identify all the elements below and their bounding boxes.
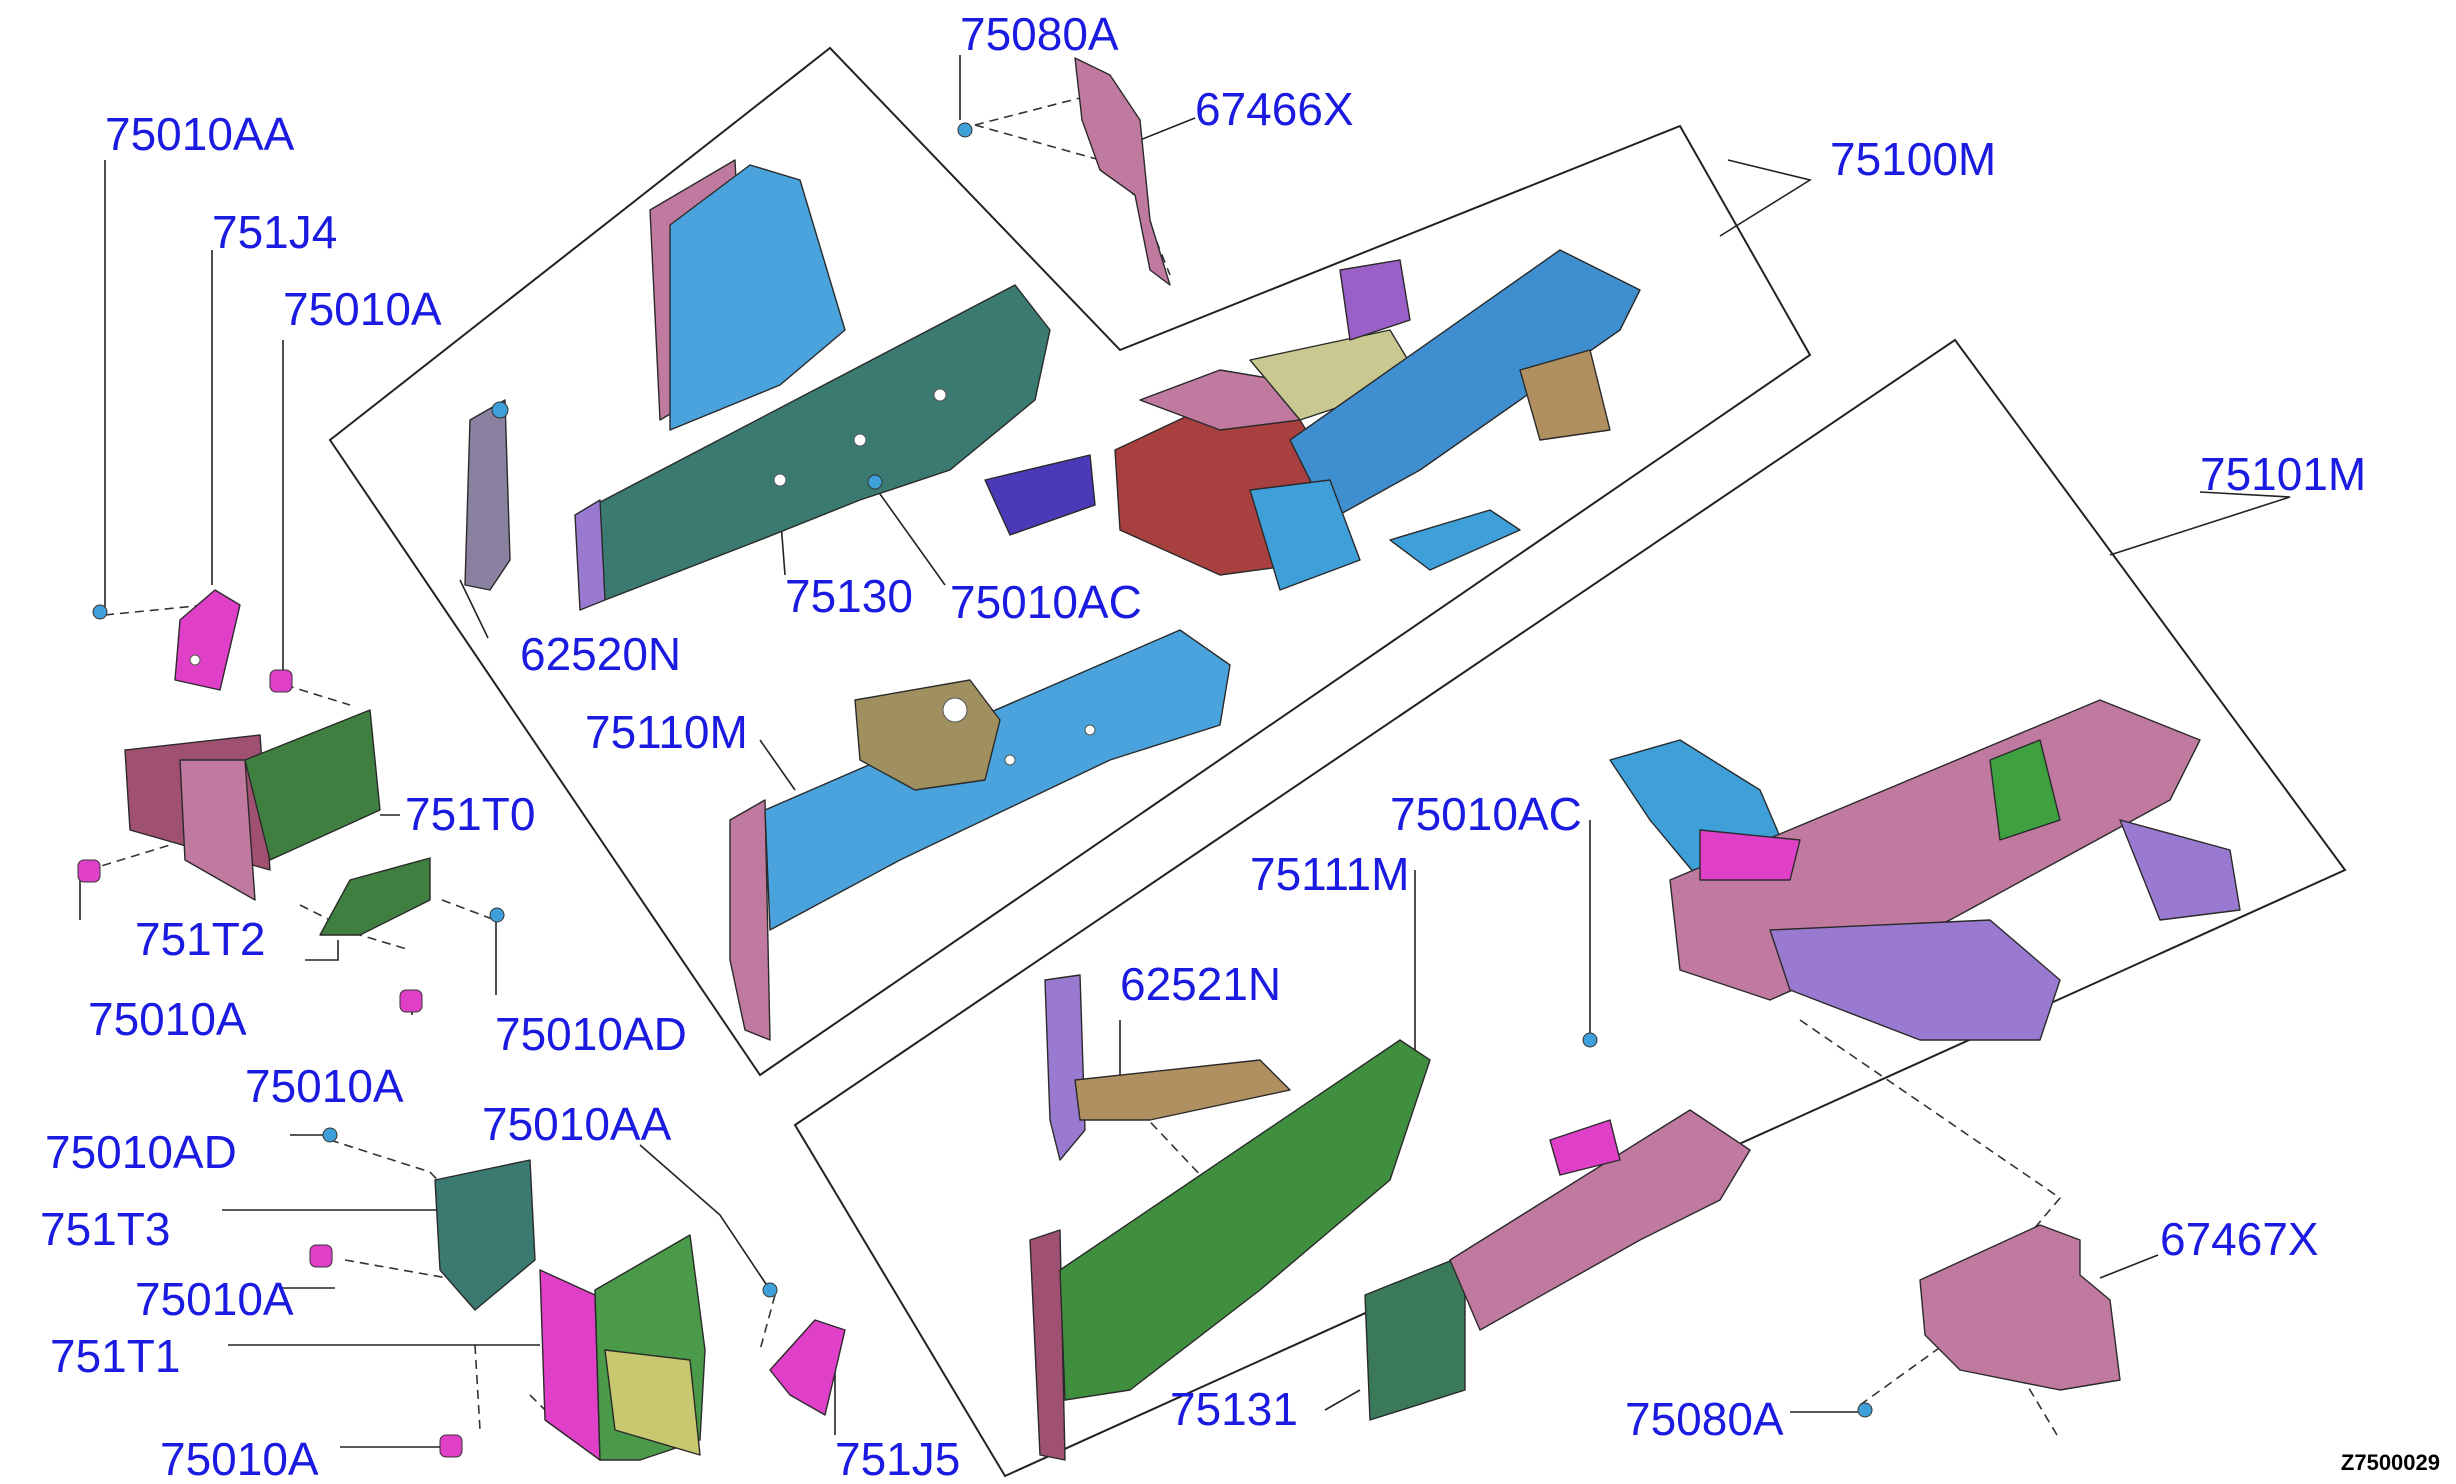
label-75010aa-top: 75010AA: [105, 108, 295, 160]
label-75010aa-bot: 75010AA: [482, 1098, 672, 1150]
label-75010ac-mid: 75010AC: [950, 576, 1142, 628]
label-75101m: 75101M: [2200, 448, 2366, 500]
bolt-75010ad-left: [489, 907, 505, 923]
label-67467x: 67467X: [2160, 1213, 2319, 1265]
bolt-75010aa-bot: [762, 1282, 778, 1298]
label-751j5: 751J5: [835, 1433, 960, 1484]
label-751t1: 751T1: [50, 1330, 180, 1382]
label-75100m: 75100M: [1830, 133, 1996, 185]
part-751t2: [319, 857, 431, 936]
part-75100m-member: [984, 249, 1641, 591]
label-75010a-low: 75010A: [135, 1273, 294, 1325]
part-labels: 75080A 67466X 75100M 75010AA 751J4 75010…: [40, 8, 2366, 1484]
label-751t0: 751T0: [405, 788, 535, 840]
part-751j4: [174, 589, 241, 691]
label-75010a-left: 75010A: [88, 993, 247, 1045]
fasteners: [77, 122, 1873, 1458]
label-75010ad-bot: 75010AD: [45, 1126, 237, 1178]
diagram-reference: Z7500029: [2341, 1450, 2440, 1475]
label-62521n: 62521N: [1120, 958, 1281, 1010]
part-62520n: [464, 399, 511, 591]
bolt-75010a-left: [77, 859, 101, 883]
leader-lines: [79, 55, 2291, 1448]
label-75010ac-right: 75010AC: [1390, 788, 1582, 840]
part-75101m-member: [1609, 699, 2241, 1041]
label-751t3: 751T3: [40, 1203, 170, 1255]
bolt-75010ac-mid: [867, 474, 883, 490]
label-75080a-top: 75080A: [960, 8, 1119, 60]
label-75080a-bot: 75080A: [1625, 1393, 1784, 1445]
bolt-75010a-low: [309, 1244, 333, 1268]
bolt-75010a-mid: [399, 989, 423, 1013]
label-75010a-mid: 75010A: [245, 1060, 404, 1112]
label-75111m: 75111M: [1250, 848, 1409, 900]
part-75130: [574, 159, 1051, 611]
part-751t3: [434, 1159, 536, 1311]
label-751j4: 751J4: [212, 206, 337, 258]
bolt-75010a-bottom: [439, 1434, 463, 1458]
label-67466x: 67466X: [1195, 83, 1354, 135]
label-75010a-top: 75010A: [283, 283, 442, 335]
bolt-75010ac-right: [1582, 1032, 1598, 1048]
label-75130: 75130: [785, 570, 913, 622]
bolt-75010aa-top: [92, 604, 108, 620]
bolt-75010a-top: [269, 669, 293, 693]
bolt-75010ad-bot: [322, 1127, 338, 1143]
part-67466x: [1074, 57, 1171, 286]
part-75111m: [1029, 1039, 1431, 1461]
part-75131: [1364, 1109, 1751, 1421]
label-75131: 75131: [1170, 1383, 1298, 1435]
bolt-75080a-top: [957, 122, 973, 138]
part-751t0: [124, 709, 381, 901]
part-62521n: [1044, 974, 1291, 1161]
frame-75101m: [793, 338, 2347, 1478]
label-75010ad-left: 75010AD: [495, 1008, 687, 1060]
label-75110m: 75110M: [585, 706, 748, 758]
frame-75100m: [328, 46, 1812, 1077]
part-751t1: [539, 1234, 706, 1461]
part-67467x: [1919, 1224, 2121, 1391]
bolt-75080a-bot: [1857, 1402, 1873, 1418]
label-62520n: 62520N: [520, 628, 681, 680]
label-751t2: 751T2: [135, 913, 265, 965]
part-751j5: [769, 1319, 846, 1416]
label-75010a-bottom: 75010A: [160, 1433, 319, 1484]
part-75110m: [729, 629, 1231, 1041]
